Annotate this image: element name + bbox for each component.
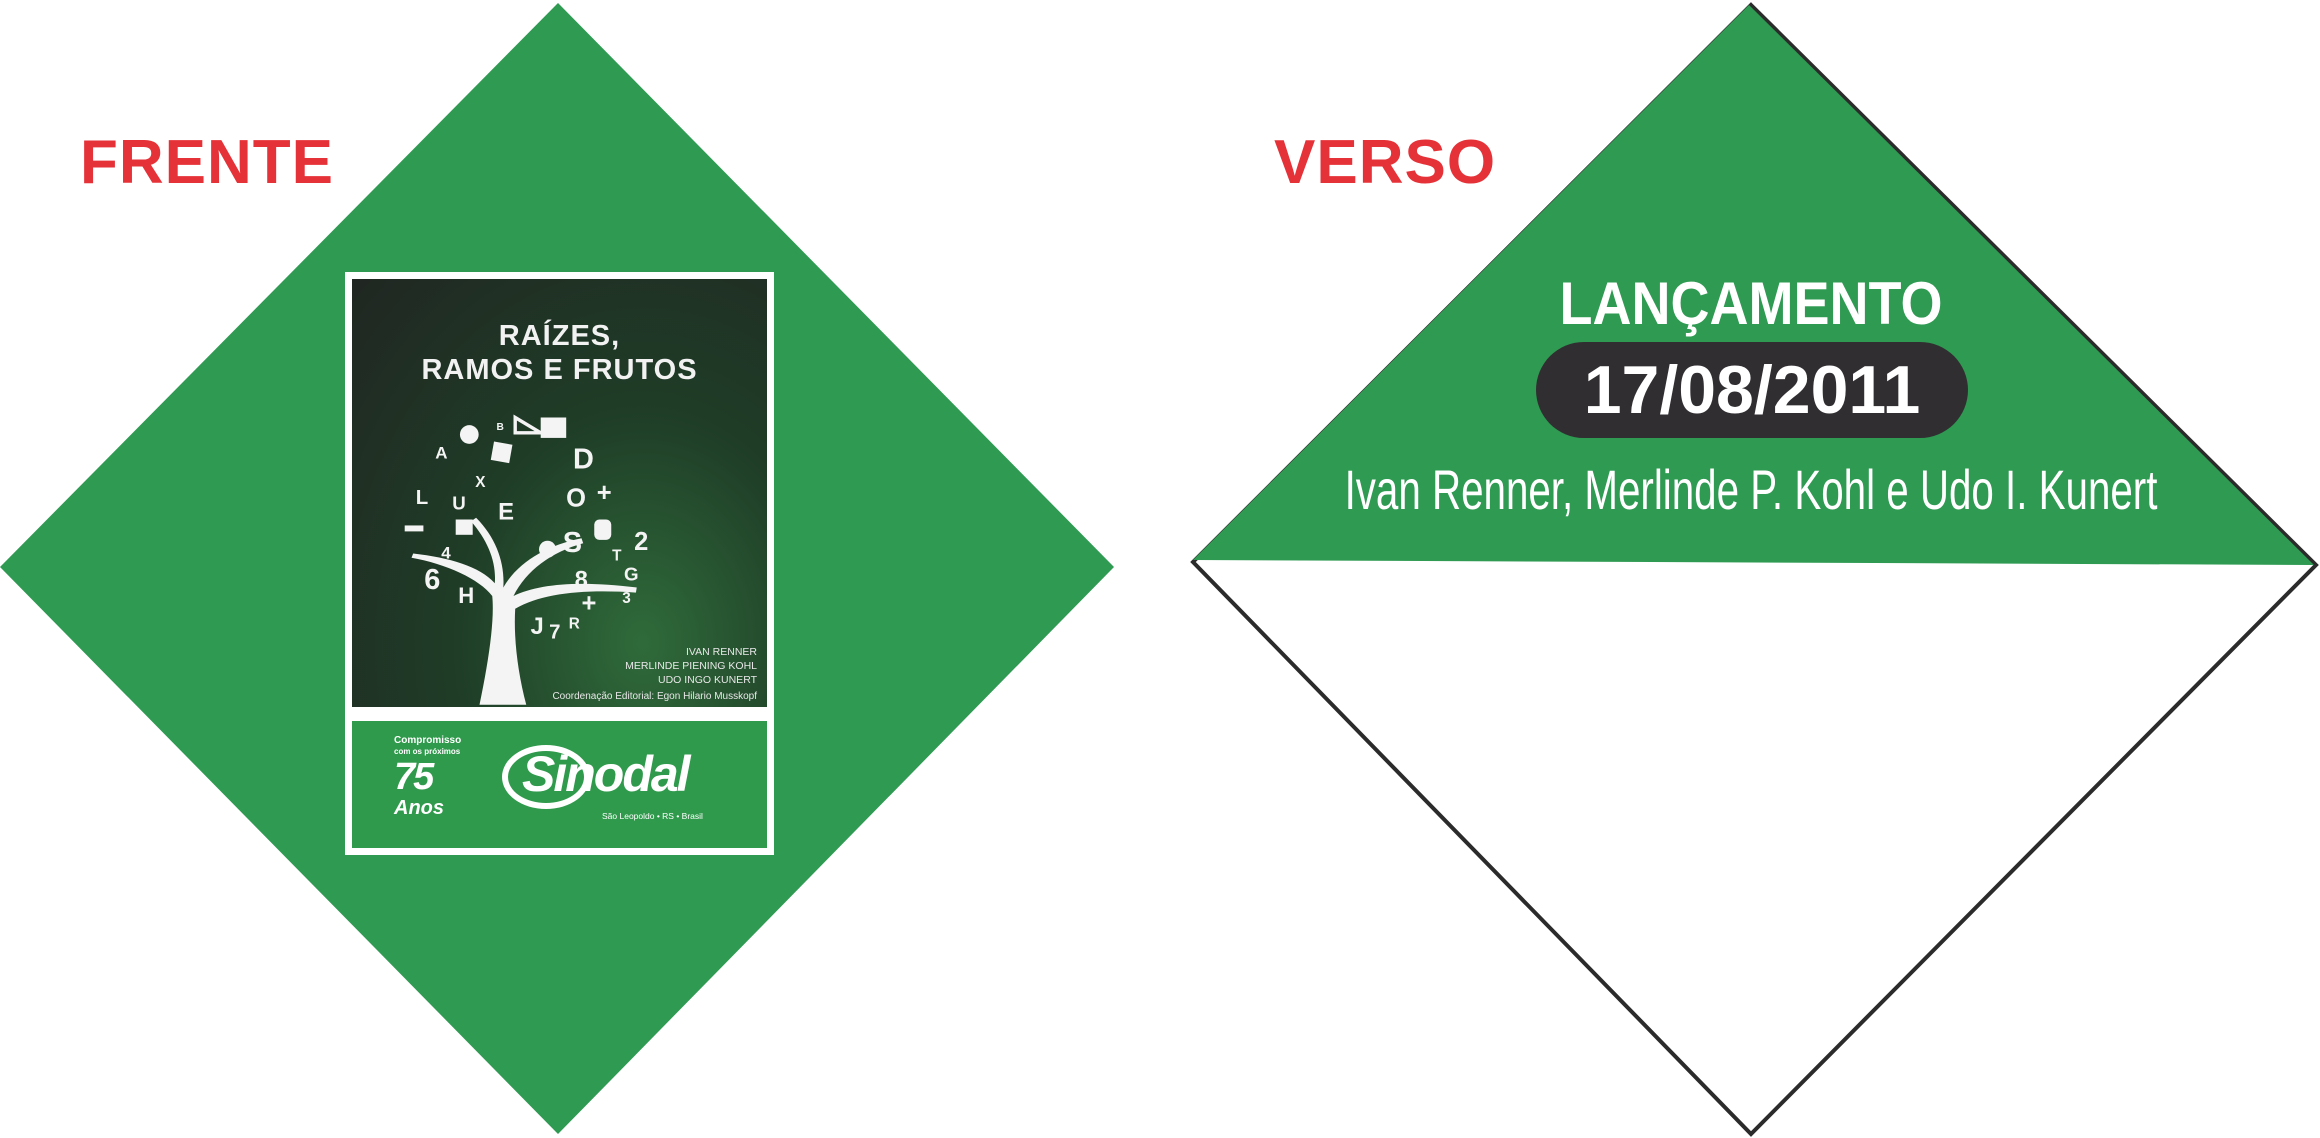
svg-text:G: G (624, 564, 639, 585)
svg-text:+: + (597, 479, 612, 507)
svg-text:A: A (435, 443, 447, 462)
badge-line-1: Compromisso (394, 735, 462, 746)
launch-date-pill: 17/08/2011 (1536, 342, 1968, 438)
title-line-1: RAÍZES, (498, 320, 621, 352)
cover-authors: IVAN RENNER MERLINDE PIENING KOHL UDO IN… (625, 645, 757, 687)
title-line-2: RAMOS E FRUTOS (421, 354, 698, 386)
svg-text:D: D (573, 444, 594, 476)
book-cover: A L U X E D O + S 2 T 4 6 H 8 (345, 272, 774, 855)
svg-text:S: S (563, 527, 582, 559)
svg-text:B: B (497, 422, 504, 433)
svg-text:J: J (531, 613, 544, 640)
svg-text:3: 3 (622, 590, 631, 607)
svg-text:E: E (498, 499, 514, 526)
badge-word: Anos (394, 797, 444, 819)
anniversary-badge: Compromisso com os próximos 75 Anos (394, 735, 461, 819)
svg-text:O: O (566, 485, 586, 513)
cover-dark-area: A L U X E D O + S 2 T 4 6 H 8 (352, 279, 767, 707)
svg-text:H: H (458, 583, 474, 608)
svg-text:T: T (612, 547, 622, 564)
logo-oval-icon (502, 745, 590, 809)
cover-author-1: IVAN RENNER (686, 646, 757, 658)
back-authors: Ivan Renner, Merlinde P. Kohl e Udo I. K… (1344, 458, 2158, 521)
publisher-location: São Leopoldo • RS • Brasil (602, 811, 703, 821)
svg-text:L: L (416, 487, 428, 509)
svg-text:X: X (475, 474, 486, 491)
back-label: VERSO (1274, 128, 1497, 197)
front-label: FRENTE (80, 128, 334, 197)
cover-publisher-band: Compromisso com os próximos 75 Anos Sino… (352, 721, 767, 848)
publisher-name: Sinodal (522, 746, 691, 802)
svg-text:+: + (582, 589, 597, 617)
sinodal-logo: Sinodal São Leopoldo • RS • Brasil (502, 741, 742, 831)
book-title: RAÍZES, RAMOS E FRUTOS (352, 319, 767, 387)
badge-number: 75 (394, 756, 434, 798)
badge-line-2: com os próximos (394, 747, 461, 756)
svg-text:7: 7 (549, 622, 560, 644)
svg-text:6: 6 (424, 564, 440, 596)
svg-text:4: 4 (441, 544, 451, 563)
launch-heading: LANÇAMENTO (1559, 270, 1943, 337)
cover-author-3: UDO INGO KUNERT (658, 674, 757, 686)
svg-text:8: 8 (575, 567, 588, 594)
cover-coordination: Coordenação Editorial: Egon Hilario Muss… (552, 691, 757, 702)
tree-illustration: A L U X E D O + S 2 T 4 6 H 8 (404, 414, 648, 705)
svg-text:R: R (569, 615, 580, 632)
svg-text:2: 2 (634, 528, 648, 556)
cover-author-2: MERLINDE PIENING KOHL (625, 660, 757, 672)
svg-text:U: U (452, 492, 466, 513)
back-green-triangle (1193, 5, 2314, 565)
